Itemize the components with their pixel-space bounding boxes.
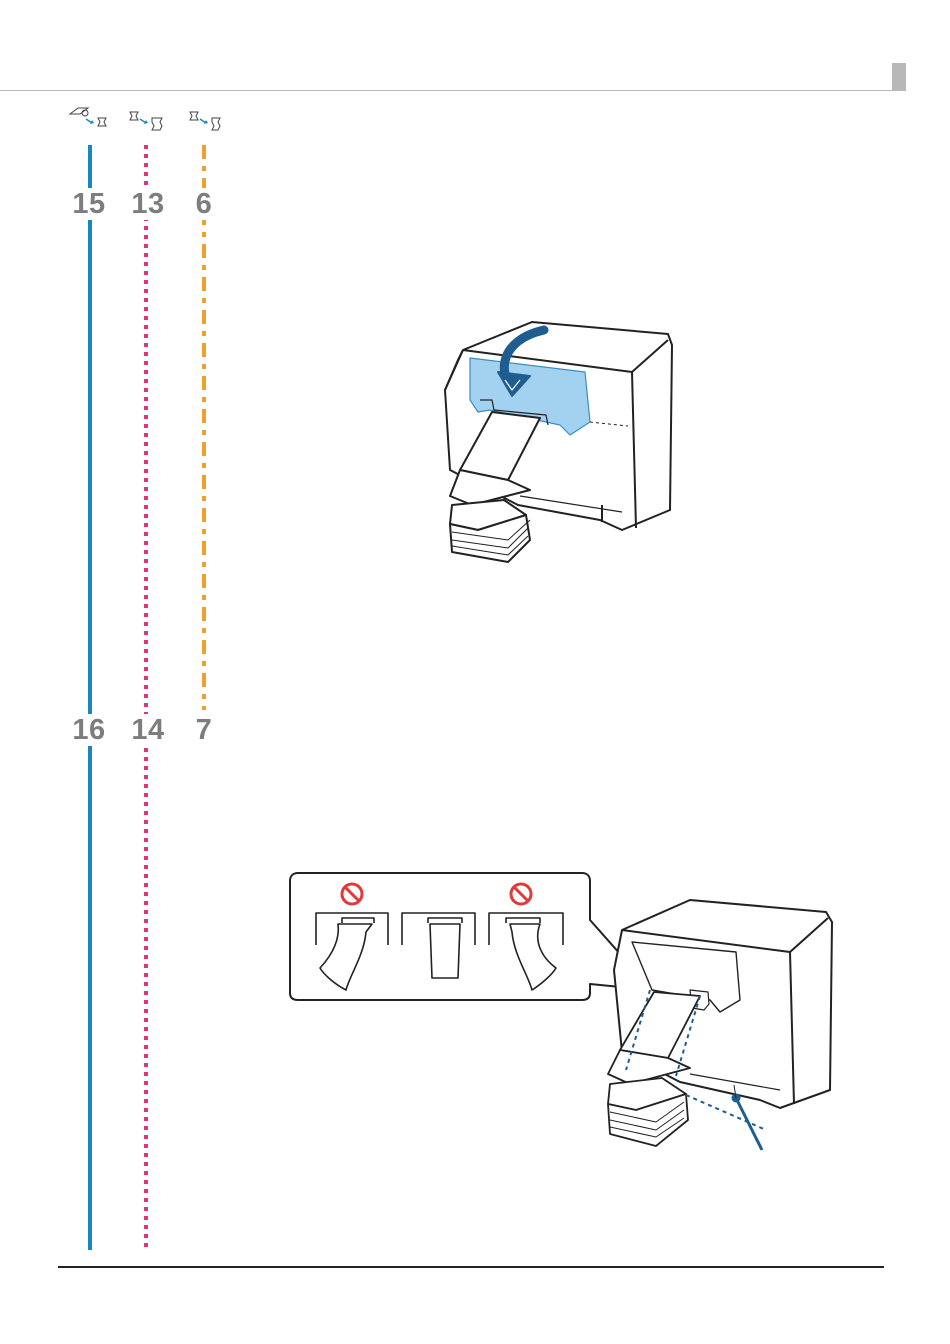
paper-alignment-illustration	[290, 873, 832, 1150]
close-cover-illustration	[445, 322, 672, 562]
footer-rule	[58, 1266, 884, 1268]
